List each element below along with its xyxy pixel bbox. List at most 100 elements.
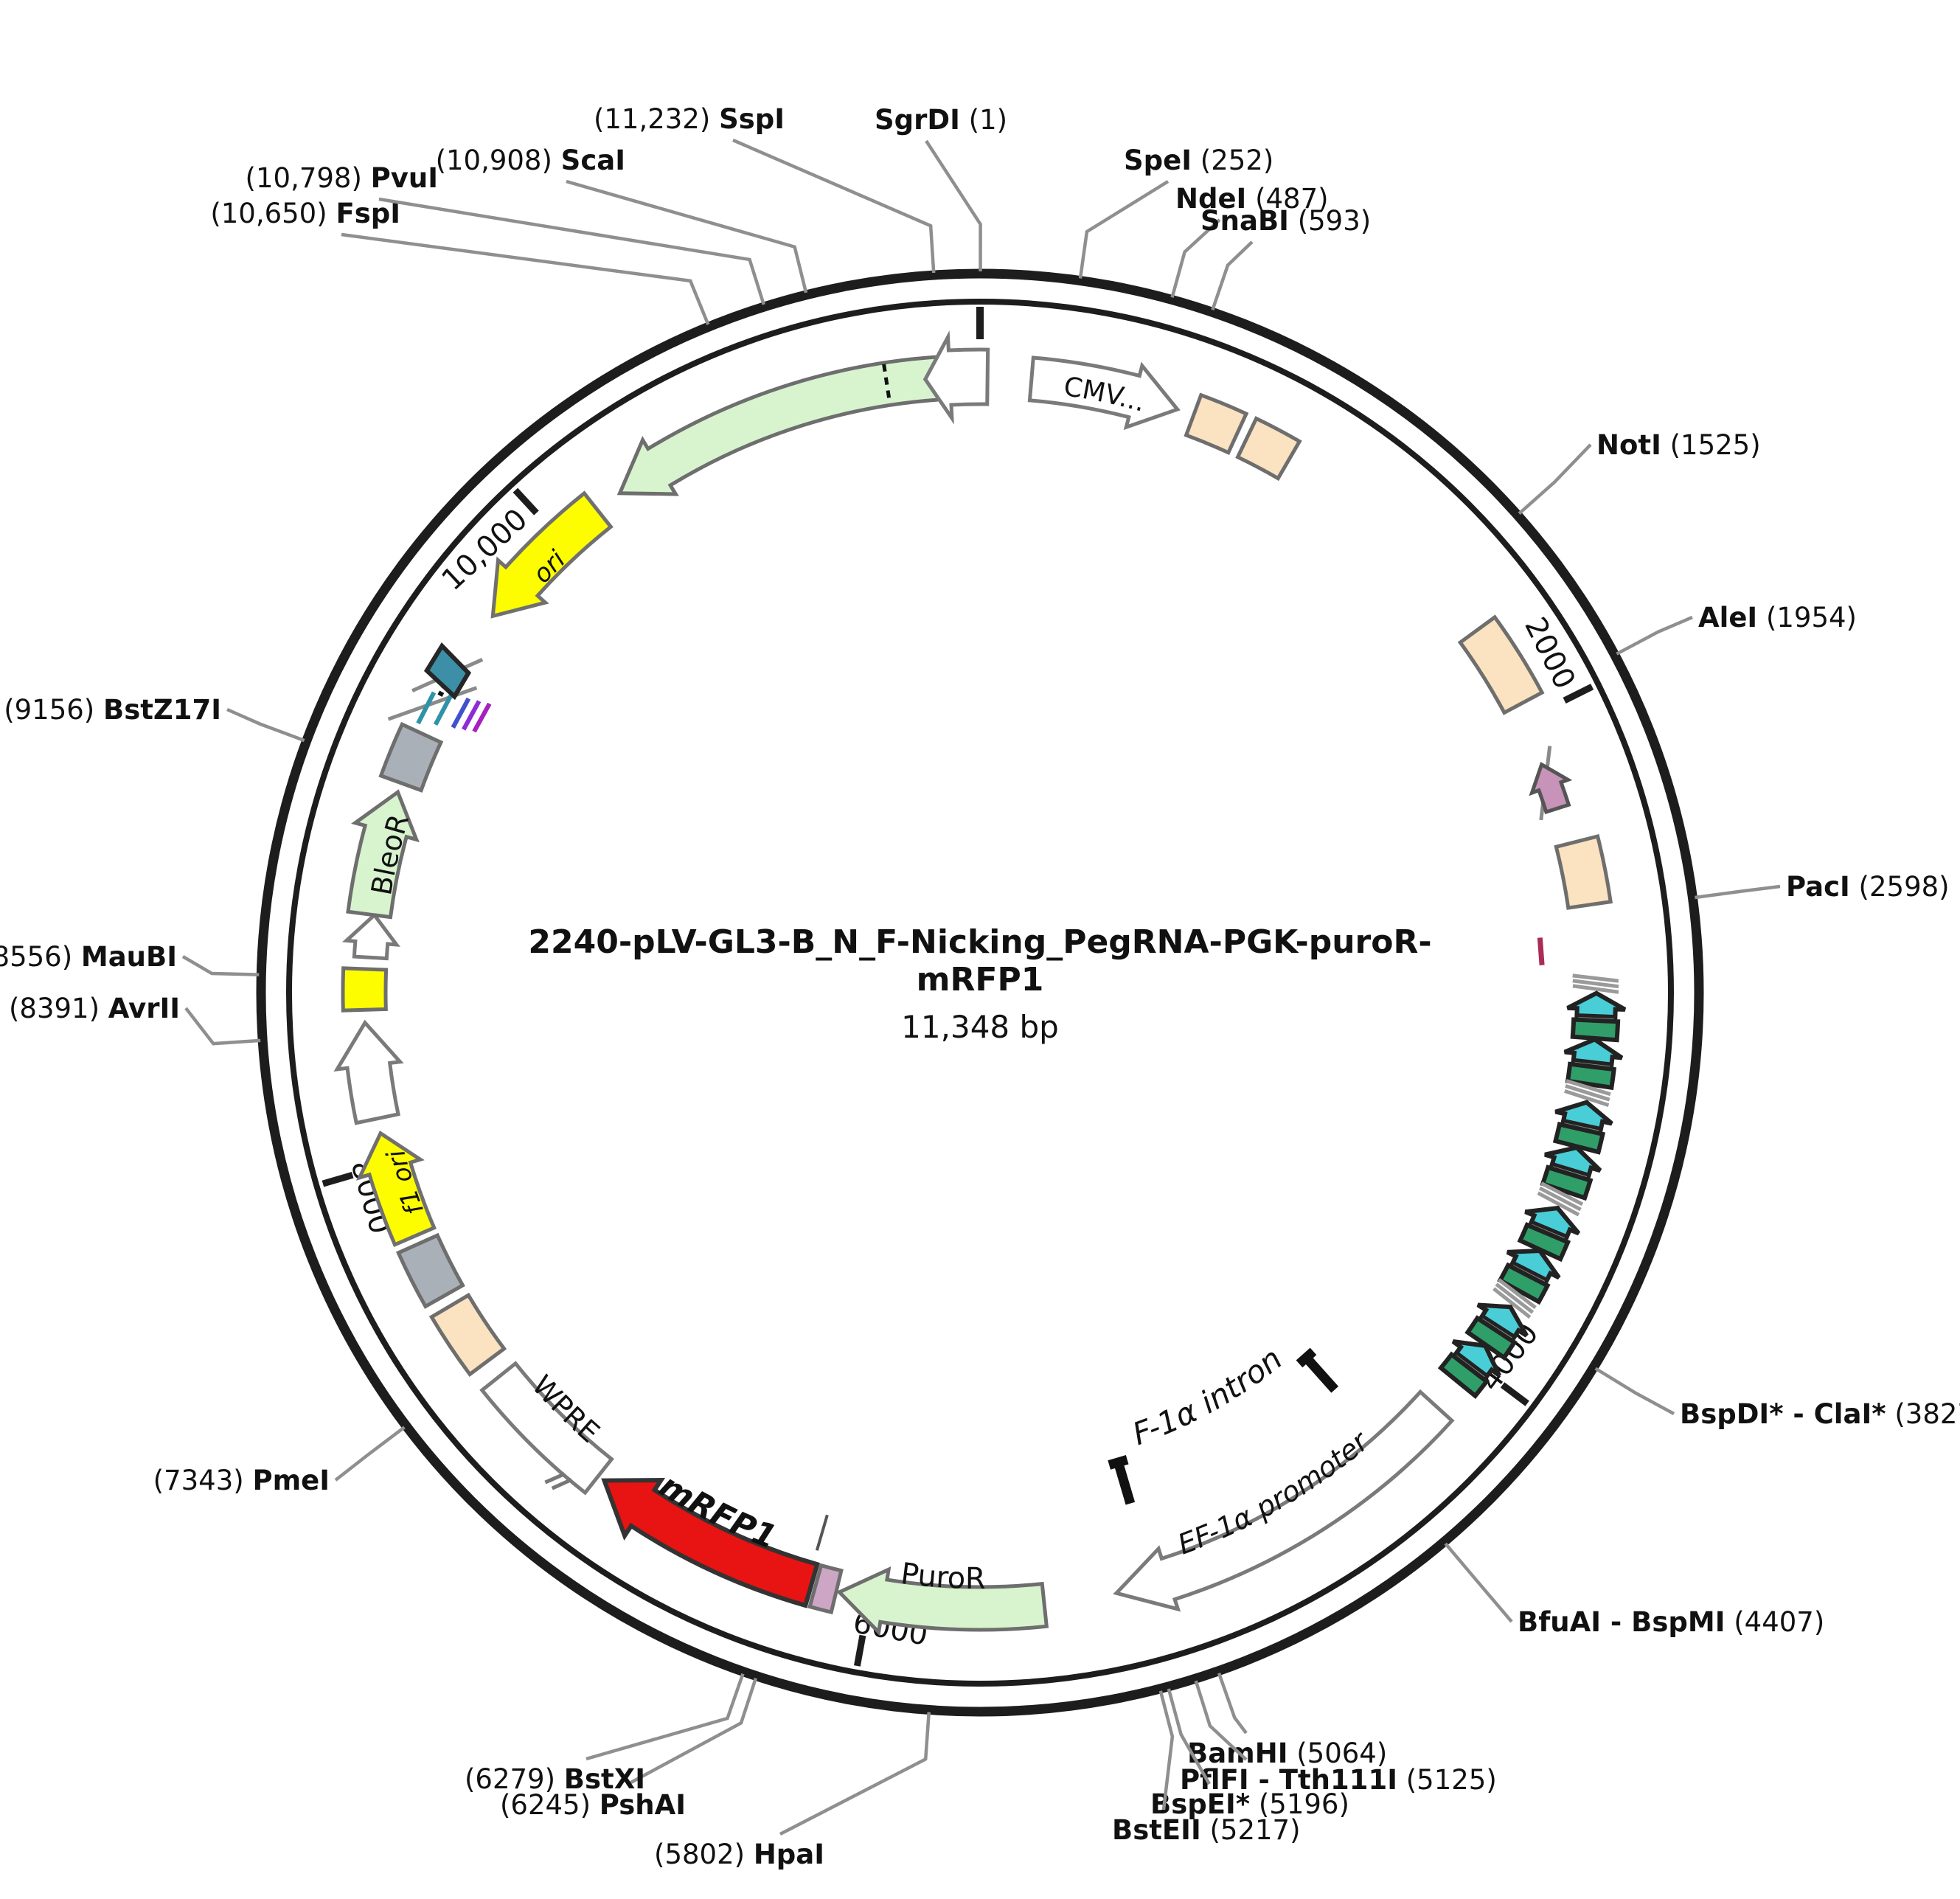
feature-gray-box-1[interactable]: [396, 1232, 465, 1309]
feature-em7-arrow[interactable]: [341, 912, 400, 961]
hatch-separator: [1540, 1181, 1584, 1207]
leader-line-NotI: [1518, 443, 1592, 515]
site-label-NdeI[interactable]: NdeI (487): [1175, 183, 1329, 215]
site-label-HpaI[interactable]: (5802) HpaI: [654, 1839, 824, 1870]
intron-boundary-mark: [1108, 1455, 1136, 1505]
feature-ori[interactable]: [490, 490, 614, 619]
leader-line-PacI: [1695, 884, 1781, 900]
site-label-PacI[interactable]: PacI (2598): [1786, 871, 1950, 903]
feature-origin-arrow[interactable]: [922, 330, 990, 425]
leader-line-AleI: [1616, 615, 1693, 656]
hatch-separator: [1495, 1282, 1535, 1314]
grna-unit-3[interactable]: [1552, 1100, 1613, 1155]
feature-ef1a-promoter[interactable]: [1113, 1389, 1455, 1612]
site-label-AleI[interactable]: AleI (1954): [1698, 602, 1857, 633]
site-label-PflFI - Tth111I[interactable]: PflFI - Tth111I (5125): [1180, 1764, 1497, 1796]
intron-boundary-mark: [1296, 1347, 1339, 1393]
site-label-SspI[interactable]: (11,232) SspI: [594, 103, 785, 135]
feature-wpre[interactable]: [479, 1361, 614, 1496]
leader-line-AvrII: [184, 1007, 261, 1046]
feature-rep-cds[interactable]: [616, 354, 949, 496]
backbone-outer-ring: [256, 268, 1704, 1717]
site-label-PshAI[interactable]: (6245) PshAI: [500, 1789, 686, 1821]
feature-wpre-slash-2: [544, 1472, 566, 1485]
tick-10000: [512, 487, 539, 515]
feature-mrfp1[interactable]: [601, 1478, 820, 1608]
site-label-MauBI[interactable]: (8556) MauBI: [0, 941, 177, 973]
site-label-NotI[interactable]: NotI (1525): [1596, 429, 1761, 461]
feature-cluster-line-4: [462, 700, 482, 731]
hatch-separator: [1564, 1089, 1610, 1107]
leader-line-BspDI* - ClaI*: [1594, 1367, 1675, 1415]
tick-2000: [1563, 684, 1594, 704]
site-label-SpeI[interactable]: SpeI (252): [1124, 145, 1273, 176]
backbone-inner-ring: [286, 299, 1674, 1687]
site-label-SgrDI[interactable]: SgrDI (1): [875, 104, 1007, 136]
feature-cluster-diag-1: [387, 686, 478, 721]
leader-line-NdeI: [1170, 218, 1221, 298]
feature-cluster-line-3: [451, 697, 471, 729]
hatch-separator: [1572, 984, 1619, 994]
grna-unit-7[interactable]: [1464, 1302, 1529, 1361]
site-label-BstZ17I[interactable]: (9156) BstZ17I: [4, 694, 221, 726]
leader-line-SpeI: [1078, 180, 1170, 279]
site-label-BstXI[interactable]: (6279) BstXI: [465, 1763, 645, 1795]
grna-unit-8[interactable]: [1437, 1339, 1501, 1399]
feature-orange-box-5[interactable]: [428, 1292, 507, 1378]
leader-line-BstZ17I: [226, 707, 305, 743]
leader-line-PshAI: [625, 1677, 758, 1786]
feature-puror[interactable]: [836, 1566, 1049, 1636]
feature-cmv-promoter[interactable]: [1027, 355, 1181, 431]
leader-line-HpaI: [779, 1712, 931, 1836]
leader-line-SspI: [732, 138, 936, 274]
feature-cds-dotted-line: [882, 364, 892, 401]
hatch-separator: [1492, 1287, 1532, 1319]
feature-bleor[interactable]: [346, 789, 420, 920]
leader-line-ScaI: [566, 179, 808, 294]
feature-cluster-line-1: [416, 691, 437, 725]
leader-line-BstXI: [585, 1673, 745, 1761]
site-label-BstEII[interactable]: BstEII (5217): [1112, 1814, 1301, 1846]
feature-crimson-line: [1537, 937, 1545, 965]
feature-teal-box[interactable]: [423, 642, 472, 701]
feature-plum-arrow[interactable]: [1529, 762, 1573, 815]
site-label-PvuI[interactable]: (10,798) PvuI: [246, 162, 438, 194]
leader-line-BamHI: [1217, 1673, 1248, 1735]
feature-label-puror[interactable]: PuroR: [899, 1557, 986, 1596]
hatch-separator: [1537, 1191, 1580, 1217]
site-label-FspI[interactable]: (10,650) FspI: [210, 198, 400, 229]
feature-pink-box[interactable]: [807, 1563, 844, 1615]
feature-orange-box-3[interactable]: [1457, 614, 1545, 715]
feature-yellow-box[interactable]: [341, 966, 389, 1013]
site-label-BfuAI - BspMI[interactable]: BfuAI - BspMI (4407): [1518, 1606, 1824, 1638]
feature-cluster-line-2: [433, 693, 453, 726]
feature-ltr-box-1[interactable]: [1184, 392, 1249, 456]
tick-4000: [1500, 1382, 1529, 1406]
feature-f1-ori[interactable]: [355, 1130, 437, 1248]
site-label-AvrII[interactable]: (8391) AvrII: [9, 993, 180, 1024]
feature-gray-thin-line: [815, 1514, 829, 1551]
leader-line-PvuI: [378, 197, 765, 305]
leader-line-PflFI - Tth111I: [1194, 1680, 1248, 1761]
site-label-ScaI[interactable]: (10,908) ScaI: [436, 145, 625, 176]
hatch-separator: [1572, 979, 1619, 989]
grna-unit-5[interactable]: [1517, 1205, 1581, 1263]
hatch-separator: [1565, 1079, 1611, 1097]
leader-line-BspEI*: [1167, 1688, 1211, 1785]
hatch-separator: [1498, 1278, 1537, 1310]
feature-white-arrow-1[interactable]: [333, 1019, 404, 1125]
leader-line-SnaBI: [1211, 240, 1254, 310]
site-label-PmeI[interactable]: (7343) PmeI: [153, 1465, 330, 1496]
feature-ltr-box-2[interactable]: [1235, 416, 1302, 482]
feature-dash-row: [437, 690, 445, 697]
site-label-SnaBI[interactable]: SnaBI (593): [1200, 205, 1371, 237]
leader-line-BfuAI - BspMI: [1444, 1542, 1513, 1623]
grna-unit-1[interactable]: [1566, 990, 1627, 1043]
site-label-BspDI* - ClaI*[interactable]: BspDI* - ClaI* (3827): [1680, 1398, 1960, 1430]
hatch-separator: [1565, 1084, 1610, 1102]
site-label-BspEI*[interactable]: BspEI* (5196): [1150, 1788, 1349, 1820]
feature-gray-box-2[interactable]: [378, 721, 444, 793]
feature-orange-box-4[interactable]: [1554, 834, 1613, 910]
